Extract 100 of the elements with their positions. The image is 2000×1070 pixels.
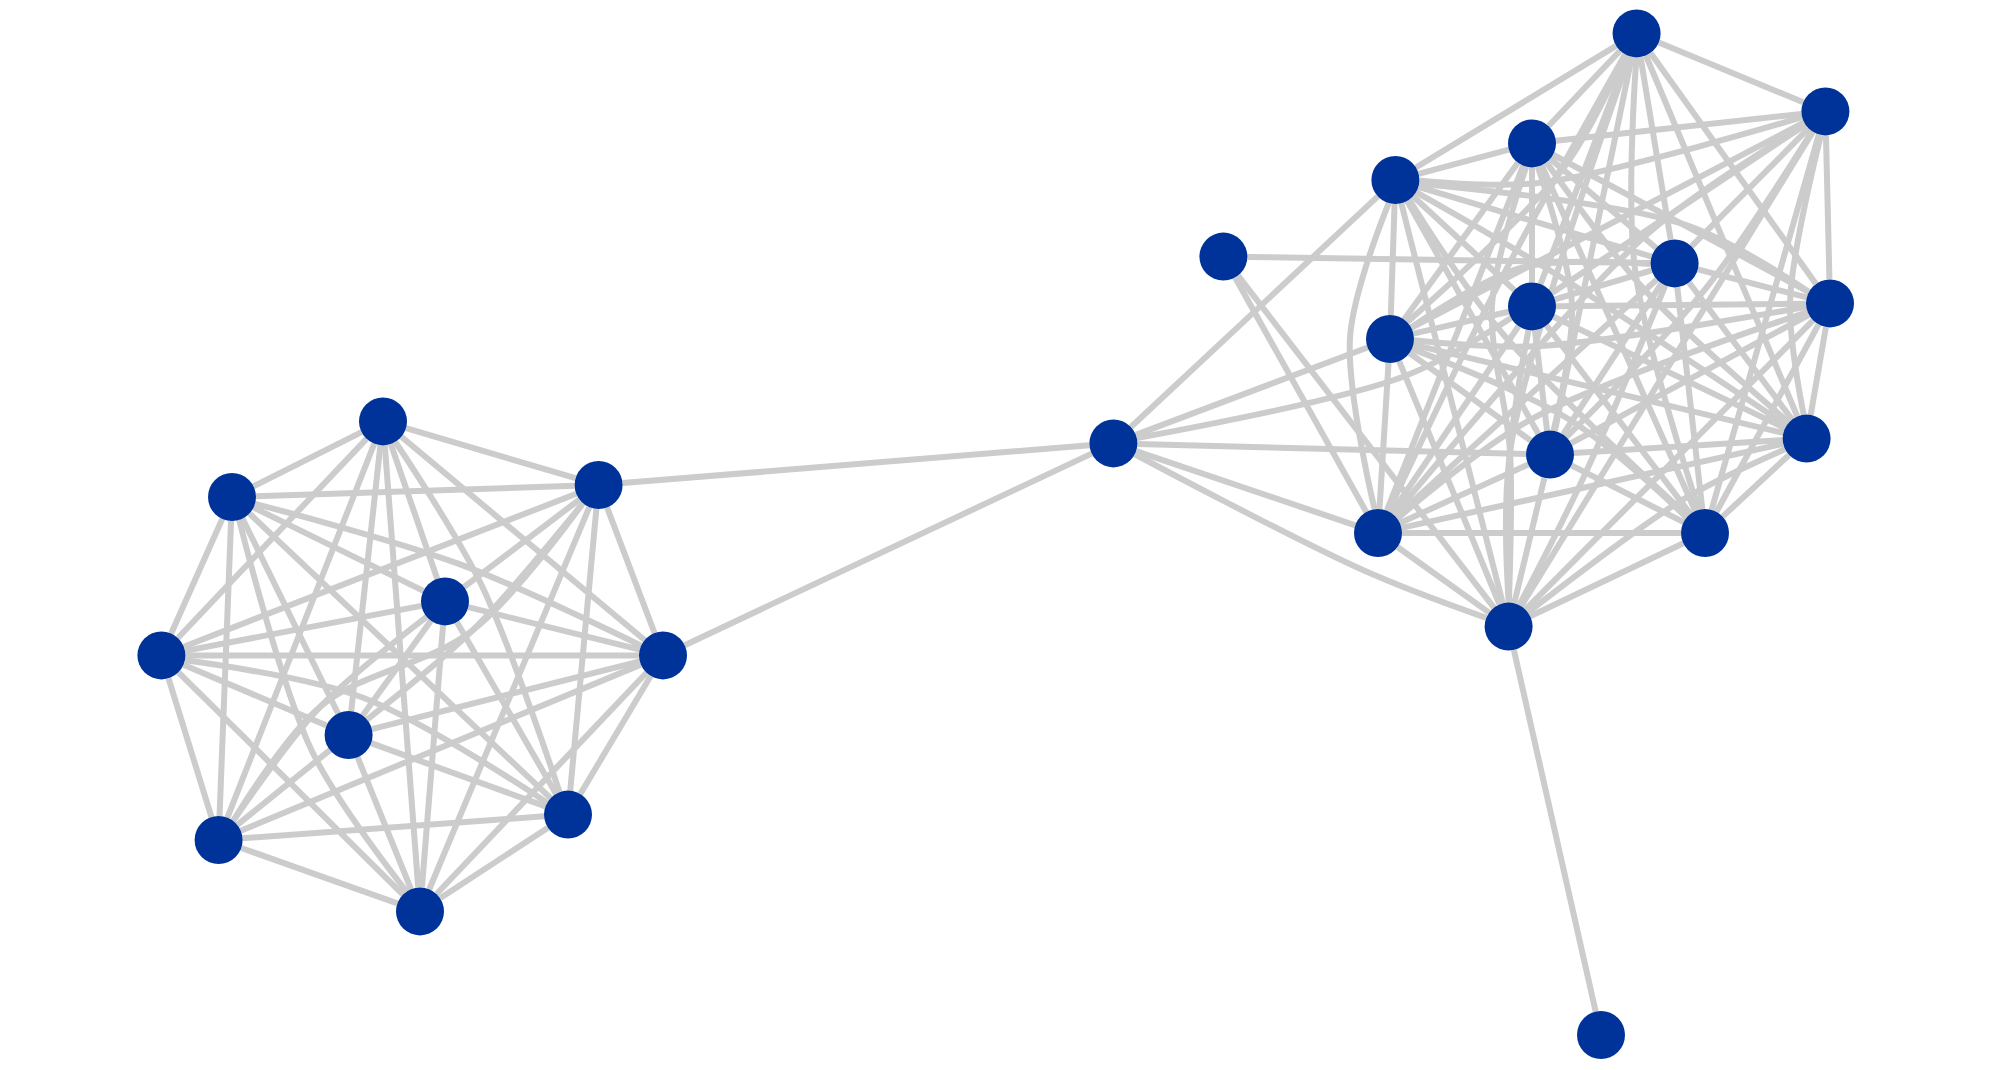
node-circle [137,631,186,680]
edge-line [1787,134,1824,416]
edge-line [1643,54,1801,418]
edge-line [1546,48,1623,129]
edge-line [1528,540,1685,619]
edge-line [1713,323,1822,514]
node-circle [1508,282,1556,331]
edge-line [1526,446,1787,615]
edge-line [1657,39,1805,105]
edge-line [252,429,363,489]
edge-line [1628,57,1702,511]
edge-line [454,620,559,796]
edge-line [1637,56,1674,241]
edge-line [165,677,215,818]
edge-line [1410,194,1517,293]
edge-line [1398,202,1506,605]
edge-line [1389,324,1521,515]
node-circle [1681,509,1729,557]
edge-line [683,450,1093,648]
edge-line [1404,199,1541,436]
node-circle [421,577,469,626]
edge-line [1136,315,1513,441]
edge-line [255,482,575,500]
edge-line [1720,452,1792,519]
edge-line [604,506,658,634]
edge-line [1510,649,1599,1013]
edge-line [1135,448,1357,529]
node-circle [1199,232,1248,281]
edge-line [1398,461,1530,526]
edge-line [1387,203,1398,316]
edge-line [1412,341,1784,436]
edge-line [1395,309,1809,521]
edge-line [1134,344,1369,438]
edge-line [1686,280,1795,422]
edge-line [1505,329,1532,603]
edge-line [1554,267,1653,303]
edge-line [438,825,550,901]
edge-line [1407,350,1533,443]
edge-line [371,658,641,732]
edge-line [168,517,225,635]
edge-line [1409,258,1651,331]
edge-line [235,747,332,828]
edge-line [388,443,440,580]
edge-line [1551,152,1811,295]
edge-line [418,625,447,888]
node-circle [324,711,373,759]
edge-line [426,505,593,891]
edge-line [1247,253,1651,267]
edge-line [348,444,384,712]
edge-line [370,740,547,810]
edge-line [1555,300,1807,310]
edge-line [252,504,425,594]
edge-line [577,674,654,796]
edge-line [1414,189,1789,428]
edge-line [182,490,578,650]
node-circle [1484,602,1533,651]
node-circle [574,461,623,509]
edge-line [1137,441,1527,457]
edge-line [1414,43,1618,171]
node-circle [194,816,243,864]
edge-line [434,670,649,897]
edge-line [1133,451,1488,621]
node-circle [544,790,592,839]
edge-line [175,436,369,641]
edge-line [184,657,549,806]
edge-line [462,497,582,590]
node-circle [359,397,407,446]
edge-line [176,670,406,897]
node-circle [1508,119,1556,168]
edge-line [1555,111,1802,144]
edge-line [467,604,641,653]
edge-line [1511,477,1548,604]
node-circle [1371,156,1420,204]
edge-line [1560,281,1664,437]
edge-line [1569,312,1811,446]
edge-line [622,442,1090,487]
node-circle [396,887,444,936]
edge-line [1401,161,1521,322]
edge-line [239,517,341,715]
edge-line [1235,273,1497,610]
edge-line [216,520,235,817]
node-circle [1612,9,1661,58]
node-circle [1782,414,1831,463]
edge-line [240,845,399,907]
edge-line [1539,164,1698,513]
node-circle [1801,87,1850,136]
edge-line [247,511,553,801]
node-circle [208,473,256,521]
edge-line [1412,308,1510,337]
edge-line [1376,362,1392,510]
edge-line [224,442,378,819]
edge-line [1570,462,1685,525]
edge-line [405,425,577,482]
edge-line [182,662,328,729]
node-circle [639,631,687,680]
edge-line [1400,440,1784,531]
edge-line [1674,286,1706,510]
edge-line [365,501,586,722]
edge-line [184,602,422,654]
edge-line [1396,360,1503,606]
